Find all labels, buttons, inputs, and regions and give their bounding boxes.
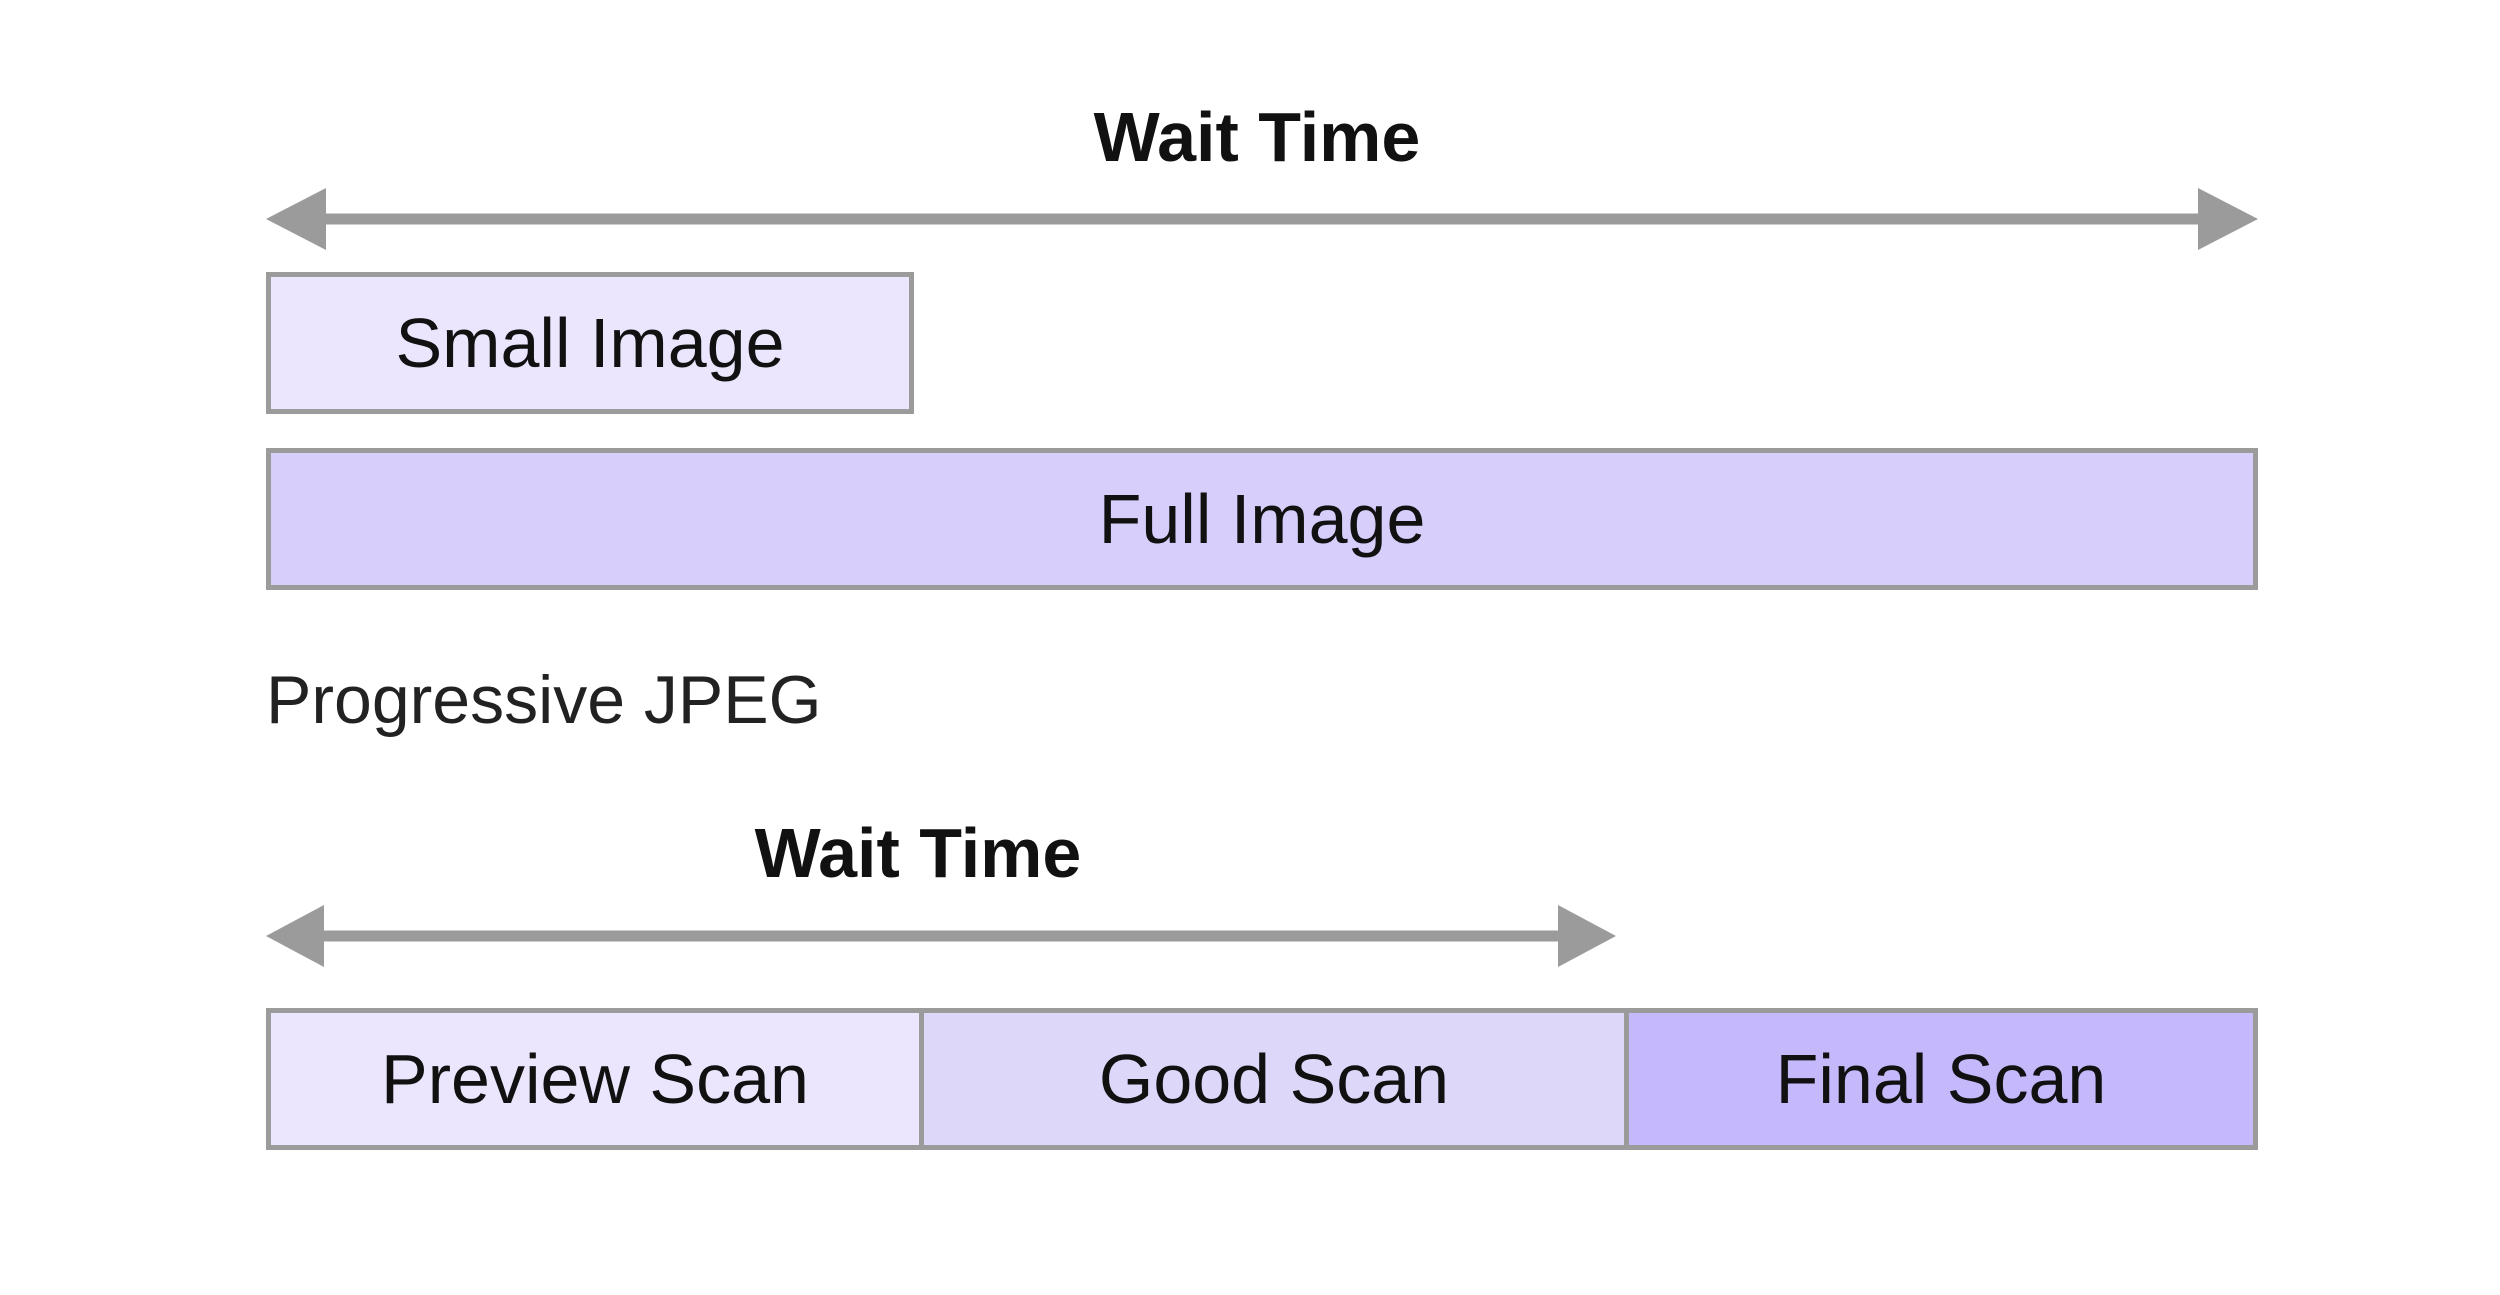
final-scan-label: Final Scan [1775,1040,2107,1118]
small-image-box: Small Image [266,272,914,414]
small-image-label: Small Image [395,304,785,382]
full-image-box: Full Image [266,448,2258,590]
top-wait-time-label: Wait Time [1093,98,1421,176]
bottom-wait-time-label: Wait Time [754,814,1082,892]
full-image-label: Full Image [1098,480,1426,558]
good-scan-segment: Good Scan [919,1013,1624,1145]
preview-scan-segment: Preview Scan [271,1013,919,1145]
good-scan-label: Good Scan [1098,1040,1450,1118]
bottom-wait-time-arrow [266,905,1616,967]
progressive-jpeg-caption: Progressive JPEG [266,662,822,738]
preview-scan-label: Preview Scan [381,1040,809,1118]
final-scan-segment: Final Scan [1624,1013,2253,1145]
top-wait-time-arrow [266,188,2258,250]
scan-row: Preview Scan Good Scan Final Scan [266,1008,2258,1150]
